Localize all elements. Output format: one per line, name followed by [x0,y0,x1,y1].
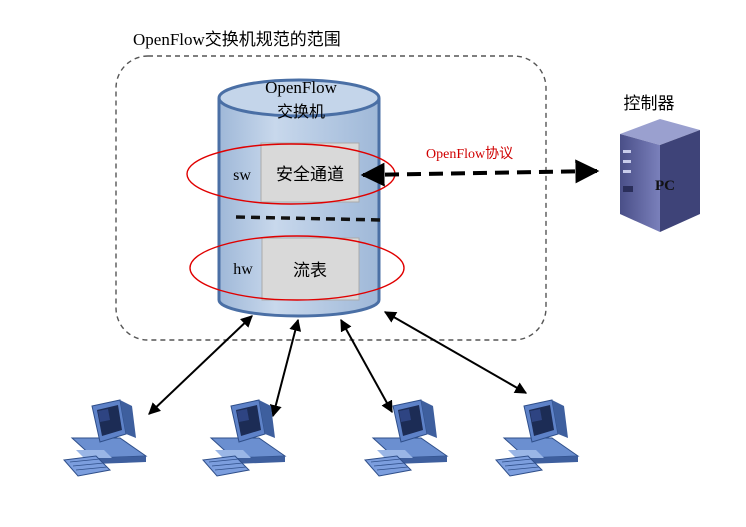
flow-table-label: 流表 [293,261,327,281]
desktop-computer-icon [63,399,148,477]
controller-label: 控制器 [624,94,675,114]
pc-label: PC [655,178,675,194]
server-tower-icon [620,119,700,232]
openflow-protocol-arrow [360,159,600,187]
host4-link-arrow [383,311,528,394]
flow-table-box [261,237,360,301]
desktop-computer-icon [495,399,580,477]
hw-label: hw [233,261,253,278]
sw-hw-separator [235,215,381,222]
scope-boundary [115,55,547,341]
switch-title-line2: 交换机 [277,102,325,121]
secure-channel-label: 安全通道 [276,165,344,185]
hw-highlight-ellipse [189,235,405,301]
desktop-computer-icon [364,399,449,477]
switch-title-line1: OpenFlow [265,78,338,97]
desktop-computer-icon [202,399,287,477]
host2-link-arrow [269,318,302,418]
openflow-protocol-label: OpenFlow协议 [426,146,513,162]
scope-label: OpenFlow交换机规范的范围 [133,30,341,49]
secure-channel-box [260,142,360,203]
host1-link-arrow [148,315,253,415]
host3-link-arrow [340,318,393,414]
sw-label: sw [233,167,251,184]
